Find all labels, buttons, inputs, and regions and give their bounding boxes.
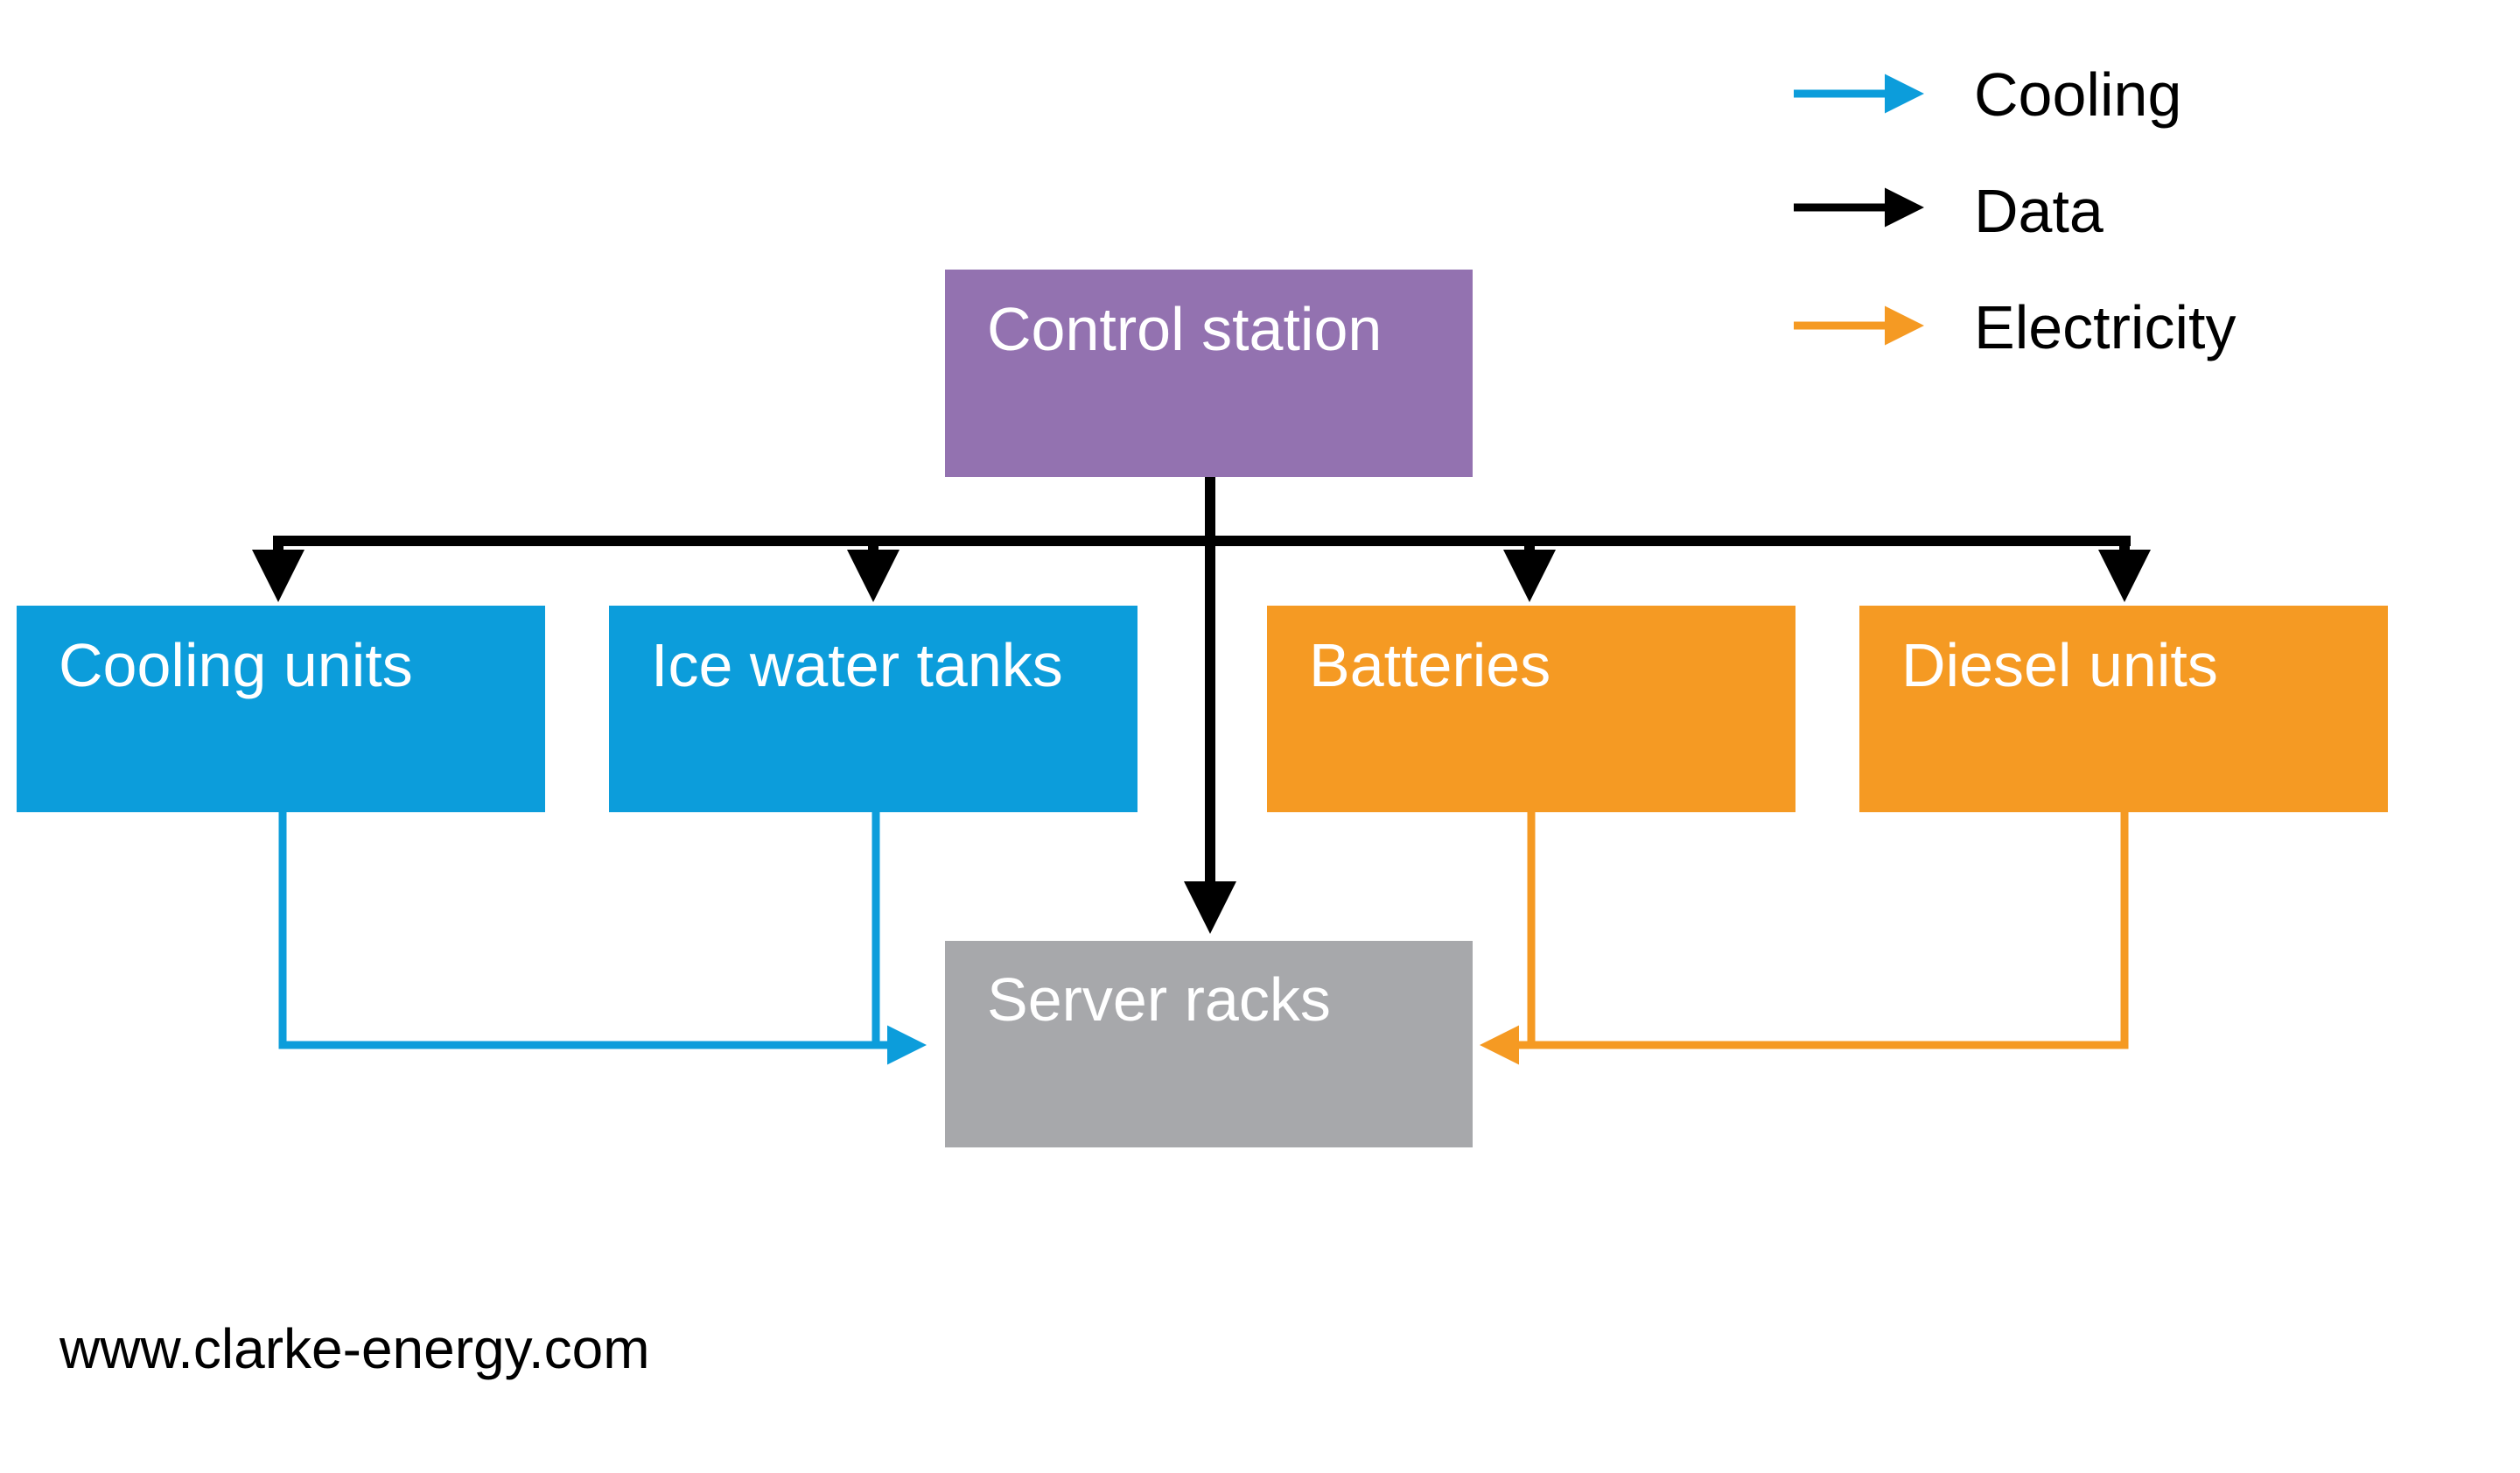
cooling-connectors (278, 812, 927, 1065)
batteries-box (1267, 606, 1796, 812)
diesel-units-label: Diesel units (1901, 631, 2218, 699)
data-connectors (252, 477, 2151, 934)
batteries-label: Batteries (1309, 631, 1550, 699)
ice-water-tanks-box (609, 606, 1138, 812)
node-control-station: Control station (945, 270, 1473, 477)
legend-item-data: Data (1794, 177, 2104, 245)
legend-data-label: Data (1974, 177, 2104, 245)
node-ice-water-tanks: Ice water tanks (609, 606, 1138, 812)
cooling-line-cooling-units (278, 812, 875, 1049)
legend-item-electricity: Electricity (1794, 293, 2236, 361)
legend-electricity-label: Electricity (1974, 293, 2236, 361)
legend-item-cooling: Cooling (1794, 60, 2181, 129)
control-station-label: Control station (987, 295, 1382, 363)
electricity-line-diesel-units (1531, 812, 2129, 1049)
server-racks-box (945, 941, 1473, 1147)
server-racks-label: Server racks (987, 965, 1331, 1034)
node-server-racks: Server racks (945, 941, 1473, 1147)
control-station-box (945, 270, 1473, 477)
legend: Cooling Data Electricity (1794, 60, 2236, 361)
ice-water-tanks-label: Ice water tanks (651, 631, 1063, 699)
electricity-connectors (1480, 812, 2129, 1065)
diesel-units-box (1859, 606, 2388, 812)
node-batteries: Batteries (1267, 606, 1796, 812)
cooling-units-box (17, 606, 545, 812)
legend-cooling-label: Cooling (1974, 60, 2181, 129)
footer-url: www.clarke-energy.com (59, 1317, 650, 1380)
node-cooling-units: Cooling units (17, 606, 545, 812)
cooling-units-label: Cooling units (59, 631, 413, 699)
node-diesel-units: Diesel units (1859, 606, 2388, 812)
